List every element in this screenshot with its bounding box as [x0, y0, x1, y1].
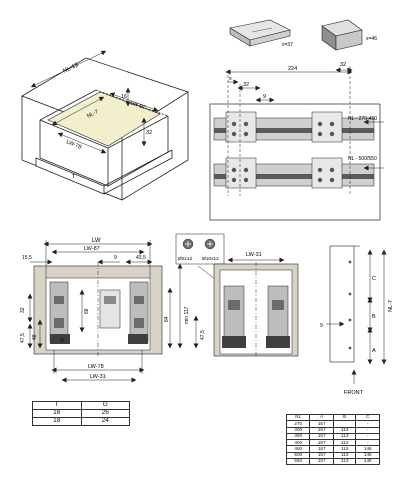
table-cell: 24 — [80, 417, 130, 426]
clip-part-right — [321, 19, 363, 51]
screw-2x12: Ø2x12 — [178, 256, 192, 262]
screws-inset — [175, 233, 241, 299]
table-cell: 157 — [309, 439, 334, 447]
nl-header-a: A — [309, 413, 334, 422]
table-cell: 157 — [309, 420, 334, 428]
table-cell: - — [355, 439, 380, 447]
dim-47-5: 47,5 — [20, 333, 26, 343]
dim-min117: min 117 — [184, 306, 190, 324]
dim-x: x — [229, 76, 232, 82]
table-cell: 550 — [285, 458, 311, 466]
table-cell: 157 — [309, 458, 334, 466]
dim-32-left: 32 — [243, 82, 249, 88]
tg-table: T G 16 26 18 24 — [32, 401, 130, 426]
label-t: T — [72, 174, 76, 180]
drawer-bottom — [47, 91, 161, 147]
dim-84: 84 — [164, 316, 170, 322]
dim-lw78-front: LW-78 — [88, 364, 104, 370]
front-section-view — [27, 240, 199, 383]
nl-header-b: B — [332, 413, 357, 422]
table-cell: - — [355, 426, 380, 434]
dim-nl7-side: NL-7 — [388, 300, 394, 312]
table-cell: 113 — [332, 432, 357, 441]
table-cell: 157 — [309, 445, 334, 453]
dim-47-5b: 47,5 — [200, 330, 206, 340]
table-cell: 113 — [332, 458, 357, 466]
range-500-550: NL - 500/550 — [348, 156, 377, 162]
qty-right: x=46 — [366, 36, 377, 42]
table-cell: 113 — [332, 426, 357, 434]
dim-9: 9 — [263, 94, 266, 100]
dim-nl7: NL-7 — [86, 109, 99, 120]
table-cell: - — [355, 420, 380, 428]
dim-32: 32 — [146, 130, 152, 136]
dim-48: 48 — [32, 334, 38, 340]
qty-left: x=37 — [282, 42, 293, 48]
dim-lw87: LW-87 — [84, 246, 100, 252]
table-cell: 146 — [355, 445, 380, 453]
dim-lw97: LW-97 — [129, 100, 146, 111]
table-cell: 157 — [309, 432, 334, 441]
dim-lw78: LW-78 — [65, 139, 82, 150]
nl-header-c: C — [355, 413, 380, 422]
dim-lw31-mid: LW-31 — [246, 252, 262, 258]
dim-68: 68 — [84, 308, 90, 314]
dim-32-front: 32 — [20, 307, 26, 313]
dim-15-5: 15,5 — [22, 255, 32, 261]
table-cell: 146 — [355, 458, 380, 466]
clip-part-left — [229, 19, 291, 47]
slide-section-view — [209, 66, 384, 221]
dim-lw31-front: LW-31 — [90, 374, 106, 380]
table-row: 18 24 — [32, 417, 130, 426]
dim-9-side: 9 — [320, 323, 323, 329]
dim-43-5: 43,5 — [136, 255, 146, 261]
table-cell: 113 — [332, 445, 357, 453]
dim-16: 16 — [121, 94, 127, 100]
table-cell: 113 — [332, 439, 357, 447]
table-cell — [332, 420, 357, 428]
dim-32-right: 32 — [340, 62, 346, 68]
isometric-dimensions — [30, 50, 159, 154]
dim-c: C — [372, 276, 376, 282]
table-cell: - — [355, 432, 380, 441]
table-cell: 157 — [309, 426, 334, 434]
table-row: 16 26 — [32, 409, 130, 418]
table-cell: 18 — [32, 417, 82, 426]
dim-nl13: NL-13 — [62, 62, 80, 75]
dim-224: 224 — [288, 66, 297, 72]
middle-section-view — [213, 257, 299, 357]
dim-lw: LW — [92, 238, 101, 244]
dim-a: A — [372, 348, 376, 354]
label-g: G — [60, 338, 64, 344]
dim-b: B — [372, 314, 376, 320]
side-section-view — [326, 245, 387, 384]
dim-9-front: 9 — [114, 255, 117, 261]
table-cell: 157 — [309, 451, 334, 460]
label-front: FRONT — [344, 390, 364, 396]
table-cell: 146 — [355, 451, 380, 460]
screw-10x12: Ø10x12 — [202, 256, 219, 262]
range-270-450: NL - 270-450 — [348, 116, 377, 122]
table-cell: 113 — [332, 451, 357, 460]
